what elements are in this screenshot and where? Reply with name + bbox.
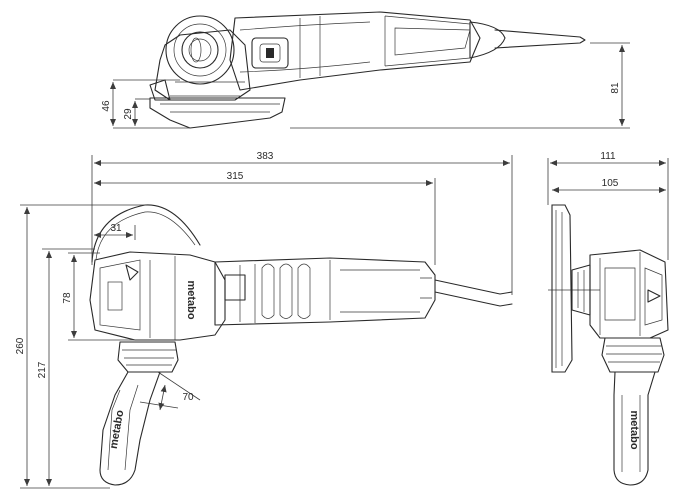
top-dimensions: 46 29 81 bbox=[101, 42, 630, 129]
guard-circle-top bbox=[165, 15, 235, 85]
dim-111-label: 111 bbox=[600, 151, 616, 162]
power-cord-top bbox=[494, 29, 586, 49]
dim-105-label: 105 bbox=[602, 178, 619, 189]
dim-81-label: 81 bbox=[610, 82, 621, 94]
cord-boot-top bbox=[469, 21, 506, 59]
top-view bbox=[149, 11, 586, 129]
dim-260-label: 260 bbox=[15, 337, 26, 354]
gear-head-front bbox=[589, 249, 669, 339]
brand-logo-side: metabo bbox=[185, 280, 197, 319]
grip-panel-top bbox=[394, 27, 471, 56]
power-cord-side bbox=[434, 279, 513, 307]
dim-46-label: 46 bbox=[101, 100, 112, 112]
side-dimensions: 383 315 31 78 260 217 70 bbox=[15, 151, 513, 489]
gear-head-top bbox=[154, 29, 251, 101]
front-view: metabo bbox=[548, 204, 669, 486]
side-handle: metabo bbox=[99, 341, 179, 486]
dim-383-label: 383 bbox=[257, 151, 274, 162]
brand-logo-front: metabo bbox=[628, 410, 640, 449]
dim-78-label: 78 bbox=[62, 292, 73, 304]
dim-217-label: 217 bbox=[37, 361, 48, 378]
dim-70-label: 70 bbox=[182, 392, 194, 403]
front-dimensions: 111 105 bbox=[547, 151, 669, 260]
gear-head-side bbox=[89, 251, 226, 341]
side-handle-front: metabo bbox=[601, 337, 665, 486]
guard-arc-side bbox=[91, 204, 201, 263]
motor-housing-side bbox=[214, 257, 436, 326]
brand-logo-handle: metabo bbox=[108, 409, 127, 450]
dim-29-label: 29 bbox=[123, 108, 134, 120]
side-view: metabo metabo bbox=[89, 204, 513, 486]
grip-ribs-side bbox=[261, 263, 311, 319]
switch-block-top bbox=[251, 37, 289, 69]
dim-31-label: 31 bbox=[110, 223, 122, 234]
disc-flange-top bbox=[149, 97, 286, 129]
motor-housing-top bbox=[229, 11, 481, 91]
dim-315-label: 315 bbox=[227, 171, 244, 182]
